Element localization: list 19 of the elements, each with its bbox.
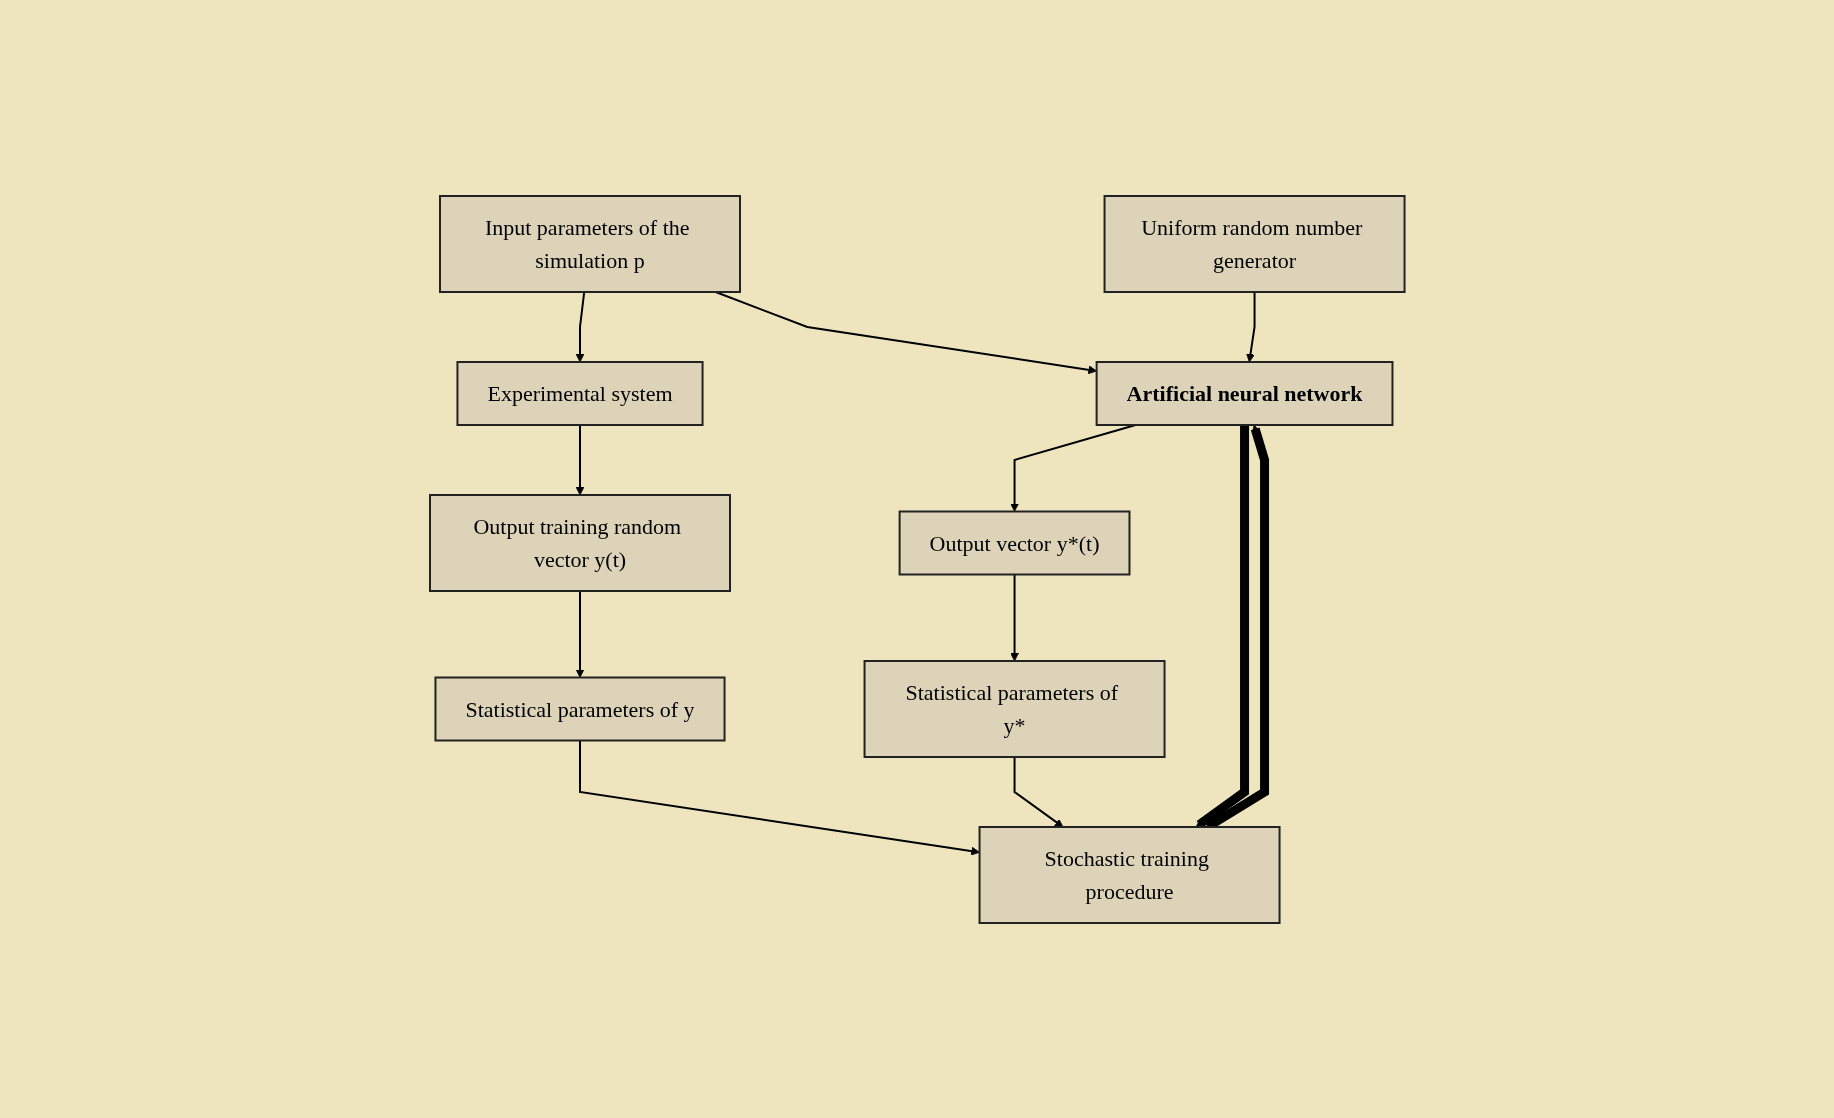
arrow [1009,573,1019,661]
node-box: Statistical parameters of y [434,676,726,741]
node-box: Experimental system [456,360,704,426]
node-box: Input parameters of the simulation p [438,194,741,293]
node-box: Uniform random number generator [1103,194,1406,293]
arrow [1013,755,1064,827]
node-box: Artificial neural network [1095,360,1394,426]
arrow [1009,423,1137,512]
node-box: Output training random vector y(t) [428,493,731,592]
node-box: Stochastic training procedure [978,825,1281,924]
arrow [575,290,585,362]
arrow [1245,290,1256,362]
node-box: Output vector y*(t) [898,510,1131,575]
arrow [578,739,980,855]
node-box: Statistical parameters of y* [863,659,1166,758]
arrow [714,290,1097,374]
arrow [575,589,585,678]
arrow [575,423,585,495]
arrow [1195,424,1249,828]
